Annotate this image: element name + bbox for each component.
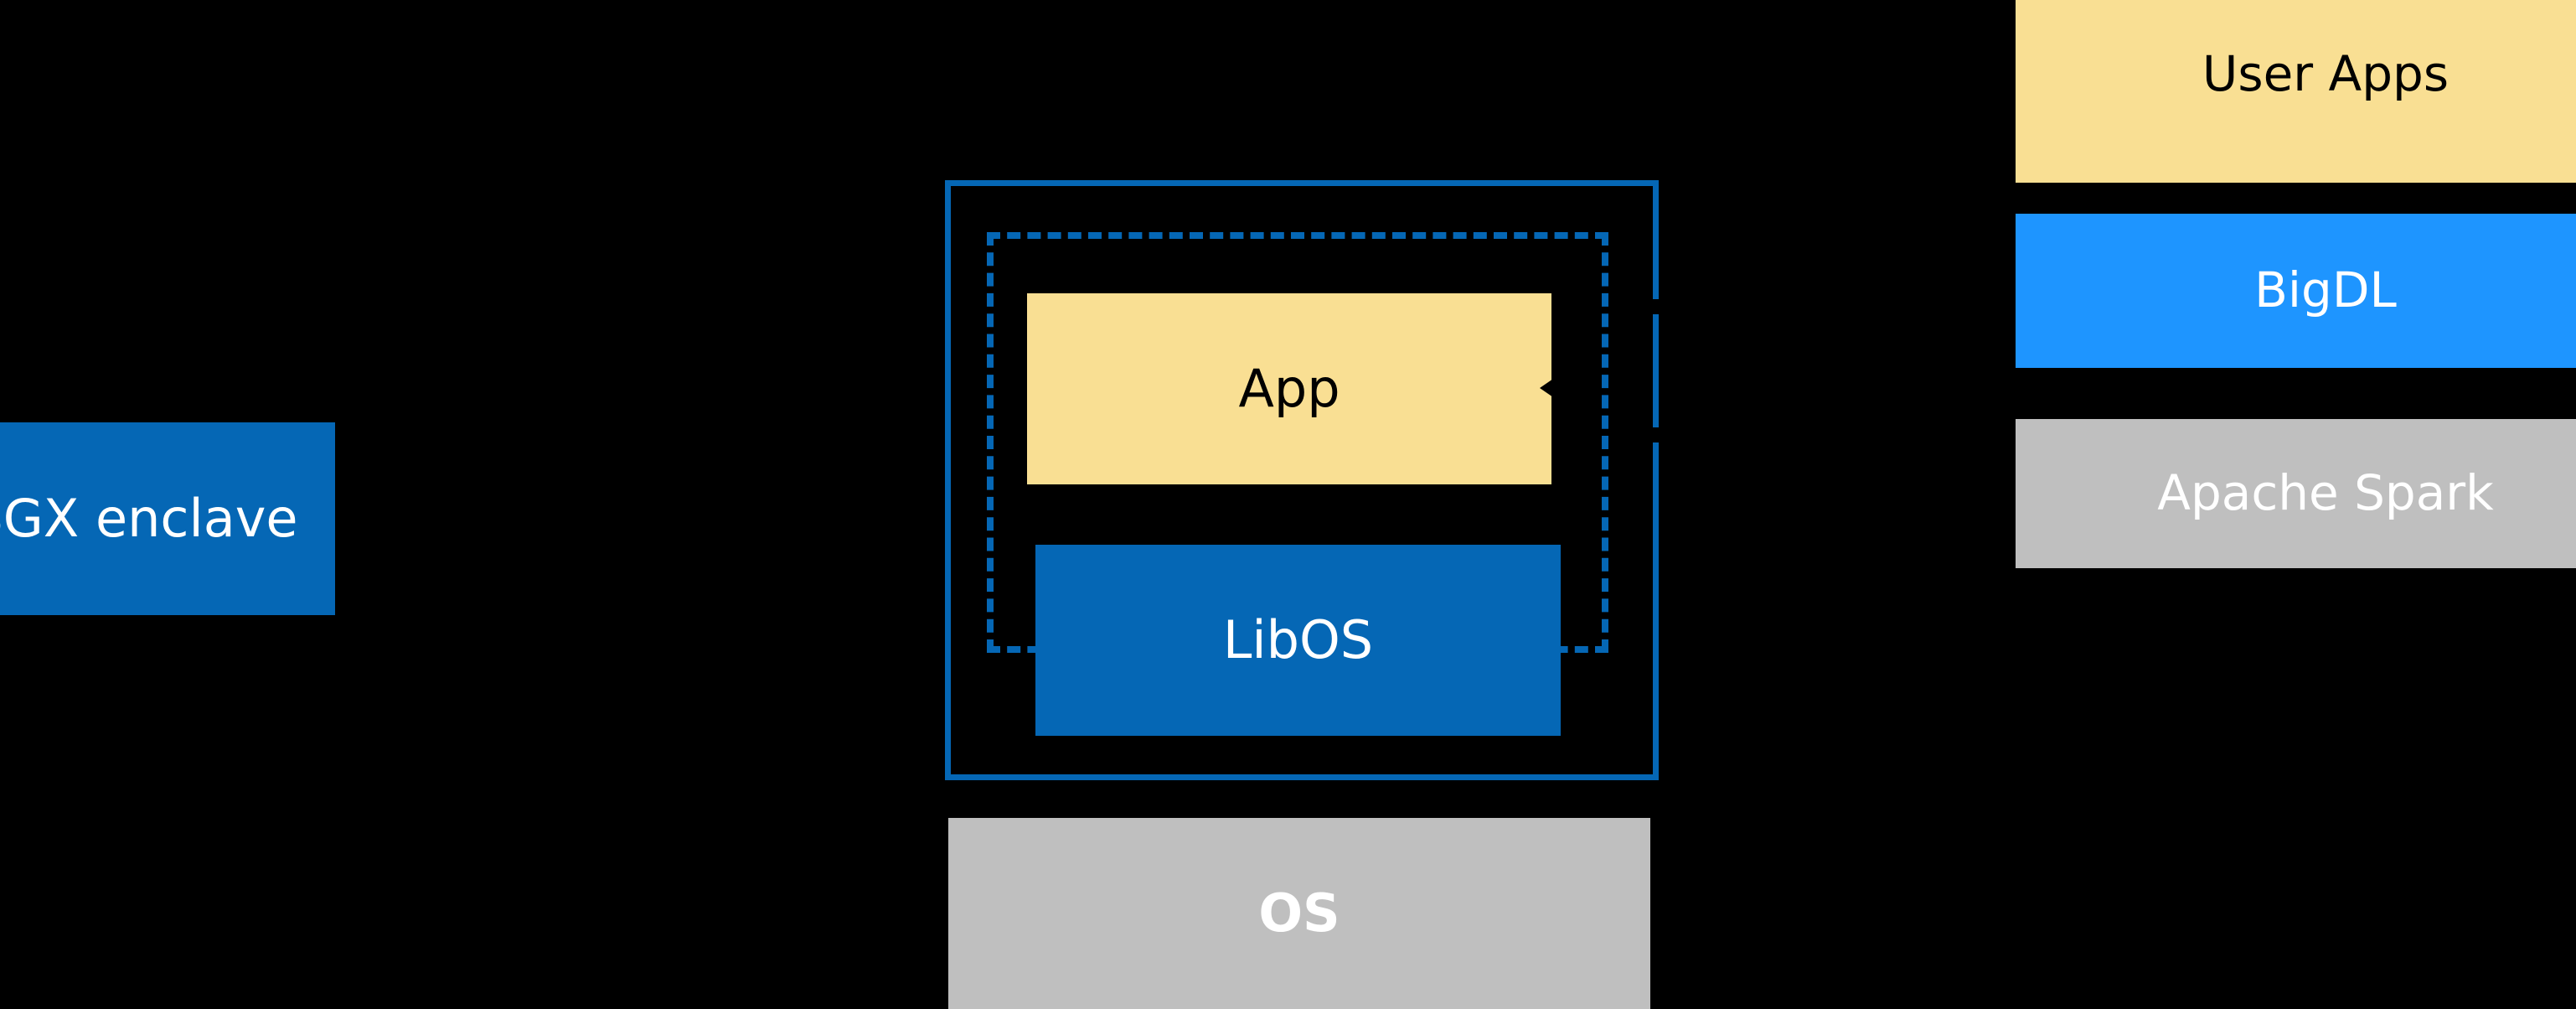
user-apps-box: User Apps: [2016, 0, 2576, 183]
enclave-boundary-notch-upper: [1649, 299, 1660, 314]
enclave-boundary-notch-lower: [1649, 427, 1660, 442]
sgx-enclave-box: SGX enclave: [0, 422, 335, 615]
sgx-enclave-arrow-icon: [513, 510, 526, 528]
enclave-boundary-box: [945, 180, 1659, 780]
app-arrow-icon: [1540, 379, 1553, 397]
bigdl-box: BigDL: [2016, 214, 2576, 368]
libos-box: LibOS: [1035, 545, 1561, 736]
os-box: OS: [948, 818, 1650, 1009]
apache-spark-box: Apache Spark: [2016, 419, 2576, 568]
app-box: App: [1027, 293, 1551, 484]
